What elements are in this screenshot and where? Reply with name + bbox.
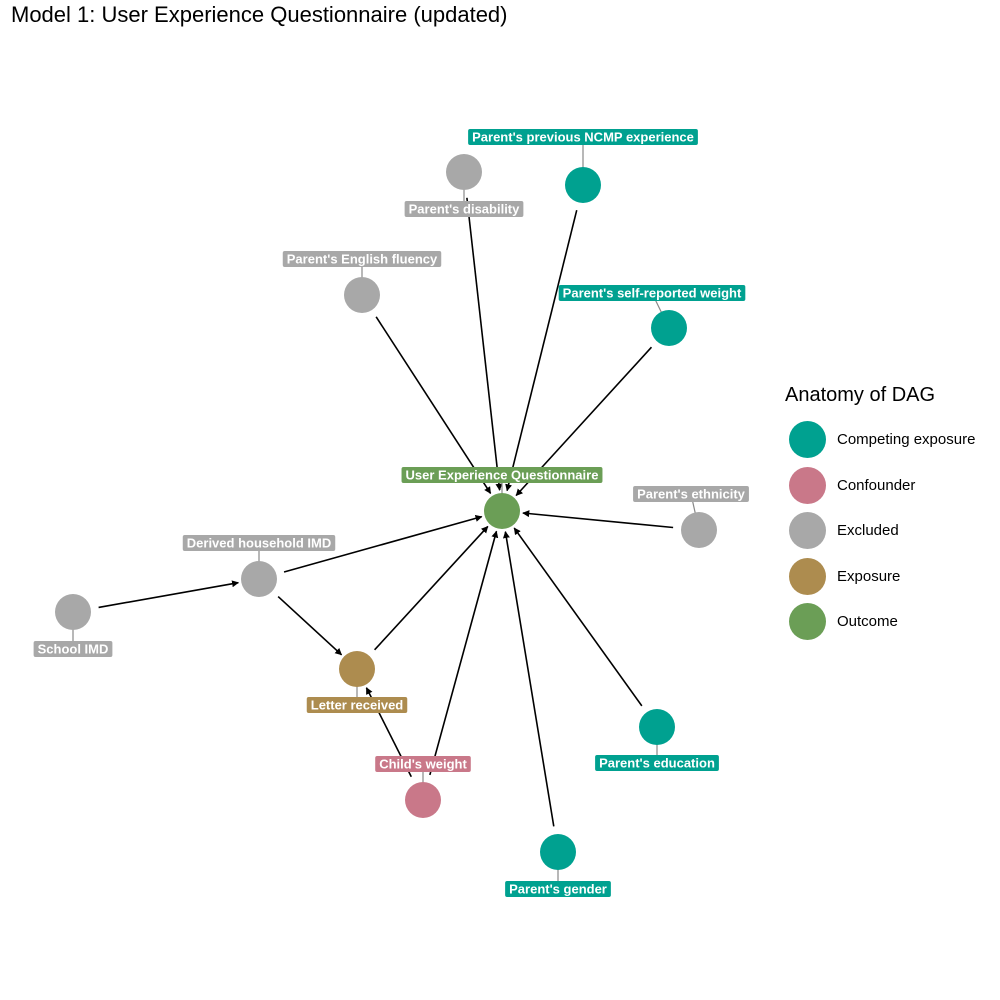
node-hhimd [241,561,277,597]
node-label-box-selfweight [558,285,746,301]
edge-education-to-outcome [513,527,643,707]
node-label-ncmp: Parent's previous NCMP experience [468,129,698,145]
edge-ncmp-to-outcome [505,210,578,492]
edge-gender-to-outcome [502,531,555,827]
node-childweight [405,782,441,818]
legend-item-outcome: Outcome [785,599,975,645]
legend-item-confounder: Confounder [785,463,975,509]
node-selfweight [651,310,687,346]
edge-schoolimd-to-hhimd [98,580,240,609]
node-label-text-disability: Parent's disability [409,202,521,217]
node-label-education: Parent's education [595,755,719,771]
labels-layer: User Experience Questionnaire Parent's pr… [33,129,749,897]
legend-label: Exposure [837,567,901,585]
legend-label: Competing exposure [837,431,976,449]
edge-letter-to-outcome [373,525,489,651]
node-label-english: Parent's English fluency [282,251,442,267]
legend-swatch-exposure [789,557,826,595]
legend-swatch-confounder [789,466,826,504]
node-label-childweight: Child's weight [375,756,471,772]
edge-childweight-to-outcome [429,530,499,776]
node-label-box-hhimd [182,535,336,551]
node-label-box-english [282,251,442,267]
node-label-text-outcome: User Experience Questionnaire [406,468,599,483]
node-label-letter: Letter received [306,697,408,713]
node-english [344,277,380,313]
node-label-box-letter [306,697,408,713]
node-label-box-ncmp [468,129,698,145]
node-label-schoolimd: School IMD [33,641,113,657]
node-schoolimd [55,594,91,630]
node-gender [540,834,576,870]
node-label-box-childweight [375,756,471,772]
node-label-text-gender: Parent's gender [509,882,607,897]
node-label-text-letter: Letter received [311,698,404,713]
node-label-outcome: User Experience Questionnaire [401,467,603,483]
node-label-text-selfweight: Parent's self-reported weight [563,286,742,301]
node-label-disability: Parent's disability [404,201,524,217]
legend-label: Confounder [837,476,916,494]
chart-title: Model 1: User Experience Questionnaire (… [11,2,508,27]
node-label-text-ethnicity: Parent's ethnicity [637,487,746,502]
legend-item-excluded: Excluded [785,508,975,554]
label-leaders-layer [72,137,700,889]
node-disability [446,154,482,190]
node-label-ethnicity: Parent's ethnicity [633,486,749,502]
edge-ethnicity-to-outcome [522,510,674,529]
node-ncmp [565,167,601,203]
edge-hhimd-to-outcome [283,514,483,573]
node-label-text-hhimd: Derived household IMD [187,536,331,551]
edge-english-to-outcome [375,316,492,494]
node-label-text-schoolimd: School IMD [38,642,109,657]
legend-title: Anatomy of DAG [785,384,936,406]
node-label-box-schoolimd [33,641,113,657]
edge-disability-to-outcome [466,197,503,491]
legend-label: Excluded [837,522,899,540]
legend-item-competing-exposure: Competing exposure [785,417,975,463]
legend-item-exposure: Exposure [785,554,975,600]
node-ethnicity [681,512,717,548]
node-label-box-gender [505,881,611,897]
node-label-text-childweight: Child's weight [379,757,467,772]
node-label-box-education [595,755,719,771]
edge-hhimd-to-letter [277,595,343,656]
node-label-text-education: Parent's education [599,756,715,771]
node-outcome [484,493,520,529]
node-label-text-english: Parent's English fluency [287,252,438,267]
node-label-box-disability [404,201,524,217]
node-label-text-ncmp: Parent's previous NCMP experience [472,130,694,145]
node-letter [339,651,375,687]
legend-swatch-outcome [789,603,826,641]
legend-swatch-excluded [789,512,826,550]
node-label-hhimd: Derived household IMD [182,535,336,551]
node-label-gender: Parent's gender [505,881,611,897]
legend-label: Outcome [837,613,898,631]
node-education [639,709,675,745]
nodes-layer [55,154,717,870]
node-label-selfweight: Parent's self-reported weight [558,285,746,301]
node-label-box-outcome [401,467,603,483]
legend-swatch-competing-exposure [789,421,826,459]
node-label-box-ethnicity [633,486,749,502]
